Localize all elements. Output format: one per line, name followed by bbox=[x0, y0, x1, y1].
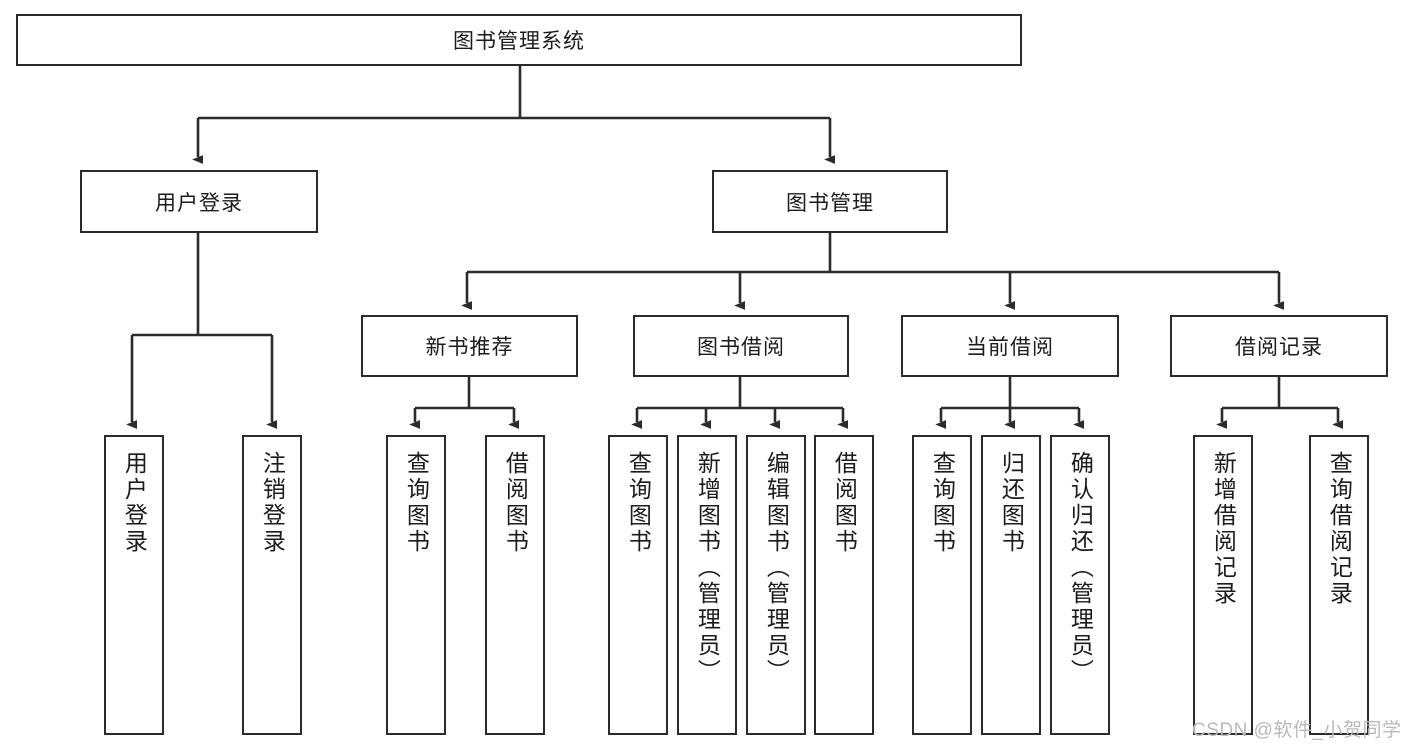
node-book-manage-label: 图书管理 bbox=[786, 191, 874, 215]
leaf-label: 查询图书 bbox=[929, 451, 956, 555]
node-root[interactable]: 图书管理系统 bbox=[16, 14, 1022, 66]
node-new-book-recommend[interactable]: 新书推荐 bbox=[361, 315, 578, 377]
node-book-manage[interactable]: 图书管理 bbox=[712, 170, 948, 233]
leaf-new-book-recommend-1[interactable]: 借阅图书 bbox=[485, 435, 545, 735]
leaf-current-borrow-2[interactable]: 确认归还（管理员） bbox=[1050, 435, 1110, 735]
leaf-book-borrow-3[interactable]: 借阅图书 bbox=[814, 435, 874, 735]
leaf-label: 用户登录 bbox=[121, 451, 148, 555]
leaf-label: 归还图书 bbox=[998, 451, 1025, 555]
leaf-label: 注销登录 bbox=[259, 451, 286, 555]
leaf-label: 新增图书（管理员） bbox=[694, 451, 721, 685]
node-user-login[interactable]: 用户登录 bbox=[80, 170, 318, 233]
leaf-borrow-record-1[interactable]: 查询借阅记录 bbox=[1309, 435, 1369, 735]
node-user-login-label: 用户登录 bbox=[155, 191, 243, 215]
leaf-new-book-recommend-0[interactable]: 查询图书 bbox=[386, 435, 446, 735]
leaf-label: 新增借阅记录 bbox=[1210, 451, 1237, 607]
leaf-user-login-1[interactable]: 注销登录 bbox=[242, 435, 302, 735]
leaf-current-borrow-1[interactable]: 归还图书 bbox=[981, 435, 1041, 735]
leaf-borrow-record-0[interactable]: 新增借阅记录 bbox=[1193, 435, 1253, 735]
leaf-label: 借阅图书 bbox=[831, 451, 858, 555]
node-current-borrow-label: 当前借阅 bbox=[966, 336, 1054, 359]
leaf-label: 查询图书 bbox=[403, 451, 430, 555]
leaf-book-borrow-1[interactable]: 新增图书（管理员） bbox=[677, 435, 737, 735]
leaf-label: 编辑图书（管理员） bbox=[763, 451, 790, 685]
leaf-label: 确认归还（管理员） bbox=[1067, 451, 1094, 685]
node-book-borrow-label: 图书借阅 bbox=[697, 336, 785, 359]
leaf-user-login-0[interactable]: 用户登录 bbox=[104, 435, 164, 735]
leaf-label: 查询图书 bbox=[625, 451, 652, 555]
node-root-label: 图书管理系统 bbox=[453, 30, 585, 53]
leaf-book-borrow-2[interactable]: 编辑图书（管理员） bbox=[746, 435, 806, 735]
node-current-borrow[interactable]: 当前借阅 bbox=[901, 315, 1119, 377]
leaf-current-borrow-0[interactable]: 查询图书 bbox=[912, 435, 972, 735]
leaf-label: 借阅图书 bbox=[502, 451, 529, 555]
node-borrow-record[interactable]: 借阅记录 bbox=[1170, 315, 1388, 377]
node-book-borrow[interactable]: 图书借阅 bbox=[633, 315, 849, 377]
node-borrow-record-label: 借阅记录 bbox=[1235, 336, 1323, 359]
leaf-label: 查询借阅记录 bbox=[1326, 451, 1353, 607]
node-new-book-recommend-label: 新书推荐 bbox=[425, 336, 514, 359]
leaf-book-borrow-0[interactable]: 查询图书 bbox=[608, 435, 668, 735]
